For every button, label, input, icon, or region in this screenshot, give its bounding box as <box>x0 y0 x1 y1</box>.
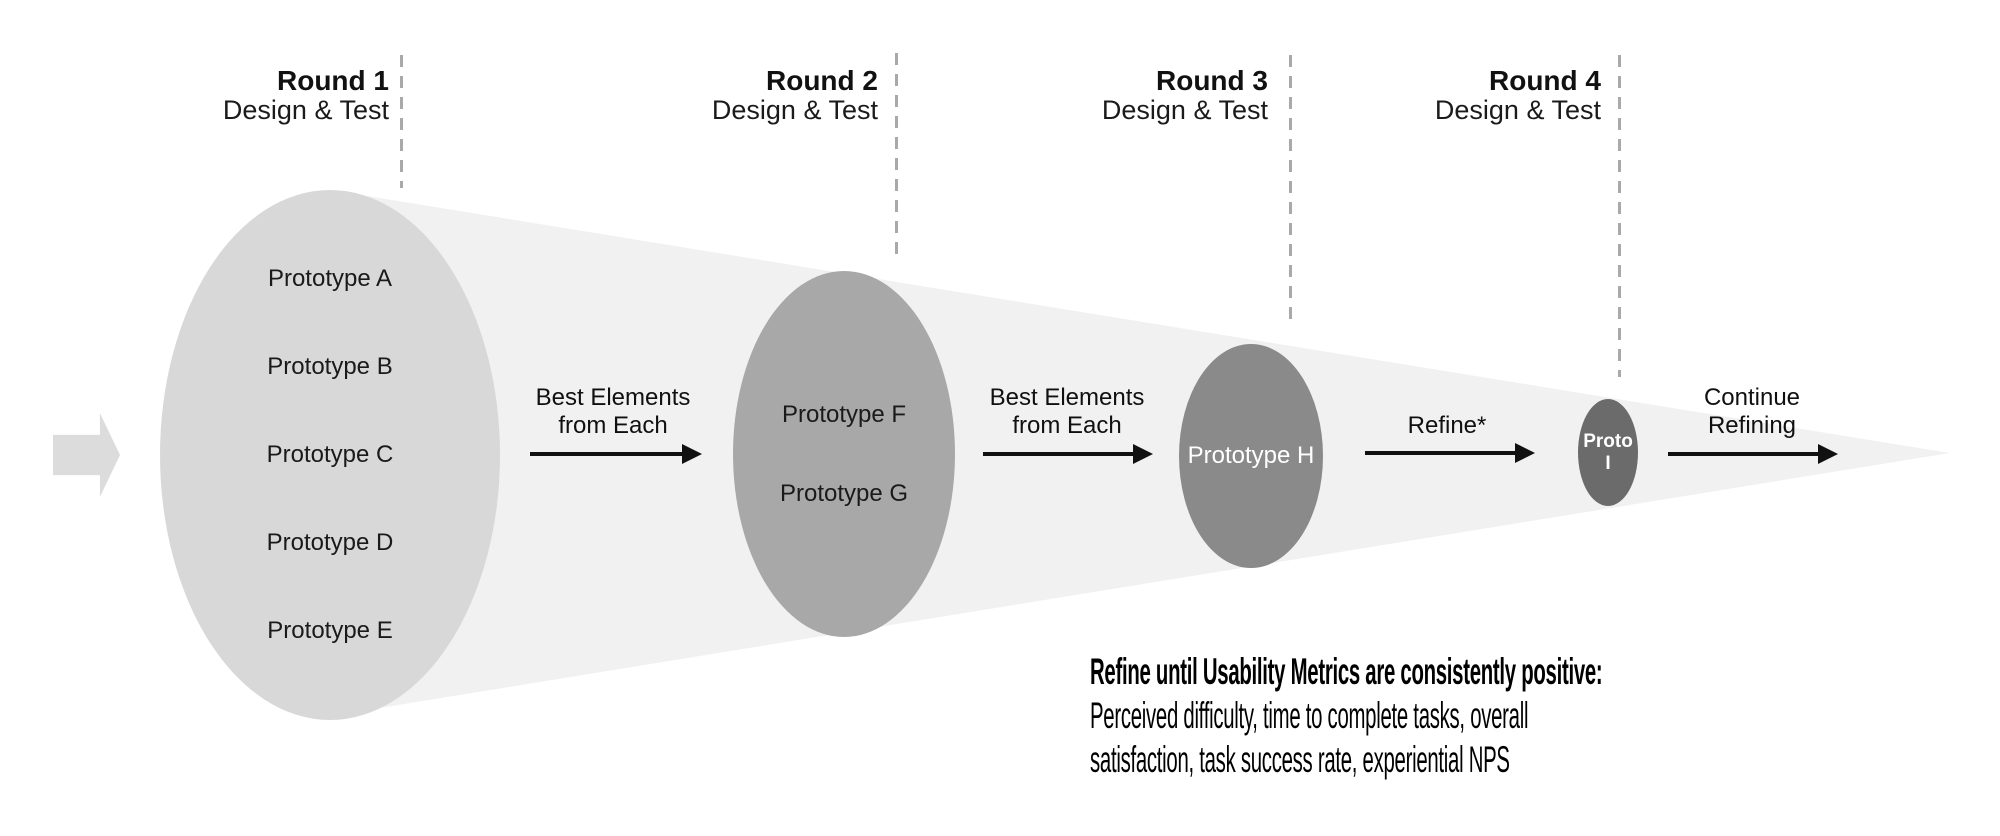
transition-1-label-line2: from Each <box>558 412 668 439</box>
transition-4-label-line2: Refining <box>1707 412 1797 439</box>
prototype-e-label: Prototype E <box>267 617 393 644</box>
transition-2-label-line1: Best Elements <box>989 384 1145 411</box>
transition-1-label: Best Elements from Each <box>453 384 773 440</box>
arrow-head-icon <box>1818 444 1838 464</box>
prototype-f-label: Prototype F <box>781 401 907 428</box>
round-4-title: Round 4 <box>1489 65 1601 96</box>
arrow-head-icon <box>1515 443 1535 463</box>
stage-1-ellipse: Prototype A Prototype B Prototype C Prot… <box>160 190 500 720</box>
transition-1-label-line1: Best Elements <box>535 384 691 411</box>
round-1-divider <box>400 55 403 188</box>
round-2-header: Round 2 Design & Test <box>712 66 878 125</box>
transition-4-label: Continue Refining <box>1592 384 1912 440</box>
arrow-head-icon <box>1133 444 1153 464</box>
arrow-head-icon <box>682 444 702 464</box>
usability-note: Refine until Usability Metrics are consi… <box>1090 650 1651 782</box>
stage-3-ellipse: Prototype H <box>1179 344 1323 568</box>
round-4-header: Round 4 Design & Test <box>1435 66 1601 125</box>
usability-note-line1: Perceived difficulty, time to complete t… <box>1090 695 1529 736</box>
transition-2-label-line2: from Each <box>1012 412 1122 439</box>
prototype-h-label: Prototype H <box>1187 442 1315 469</box>
arrow-shaft <box>530 452 686 456</box>
round-2-divider <box>895 53 898 261</box>
arrow-shaft <box>983 452 1137 456</box>
transition-2-label: Best Elements from Each <box>907 384 1227 440</box>
round-3-title: Round 3 <box>1156 65 1268 96</box>
arrow-shaft <box>1668 452 1822 456</box>
round-4-divider <box>1618 55 1621 377</box>
proto-i-label-line1: Proto <box>1583 430 1633 452</box>
arrow-shaft <box>1365 451 1519 455</box>
transition-3-label: Refine* <box>1287 412 1607 440</box>
prototype-g-label: Prototype G <box>779 480 909 507</box>
round-3-header: Round 3 Design & Test <box>1102 66 1268 125</box>
usability-note-line2: satisfaction, task success rate, experie… <box>1090 739 1510 780</box>
round-3-divider <box>1289 55 1292 323</box>
round-1-title: Round 1 <box>277 65 389 96</box>
round-2-subtitle: Design & Test <box>711 95 878 125</box>
prototype-d-label: Prototype D <box>266 529 394 556</box>
prototype-c-label: Prototype C <box>266 441 394 468</box>
stage-4-ellipse: Proto I <box>1578 399 1638 506</box>
usability-note-heading: Refine until Usability Metrics are consi… <box>1090 651 1603 692</box>
round-3-subtitle: Design & Test <box>1101 95 1268 125</box>
round-4-subtitle: Design & Test <box>1434 95 1601 125</box>
round-2-title: Round 2 <box>766 65 878 96</box>
transition-arrow-1 <box>530 444 702 464</box>
transition-3-label-line1: Refine* <box>1407 412 1487 439</box>
transition-arrow-2 <box>983 444 1153 464</box>
proto-i-label-line2: I <box>1605 452 1611 474</box>
transition-arrow-3 <box>1365 443 1535 463</box>
round-1-header: Round 1 Design & Test <box>223 66 389 125</box>
round-1-subtitle: Design & Test <box>222 95 389 125</box>
transition-arrow-4 <box>1668 444 1838 464</box>
prototype-b-label: Prototype B <box>267 353 393 380</box>
transition-4-label-line1: Continue <box>1703 384 1801 411</box>
stage-2-ellipse: Prototype F Prototype G <box>733 271 955 637</box>
prototype-a-label: Prototype A <box>267 265 393 292</box>
